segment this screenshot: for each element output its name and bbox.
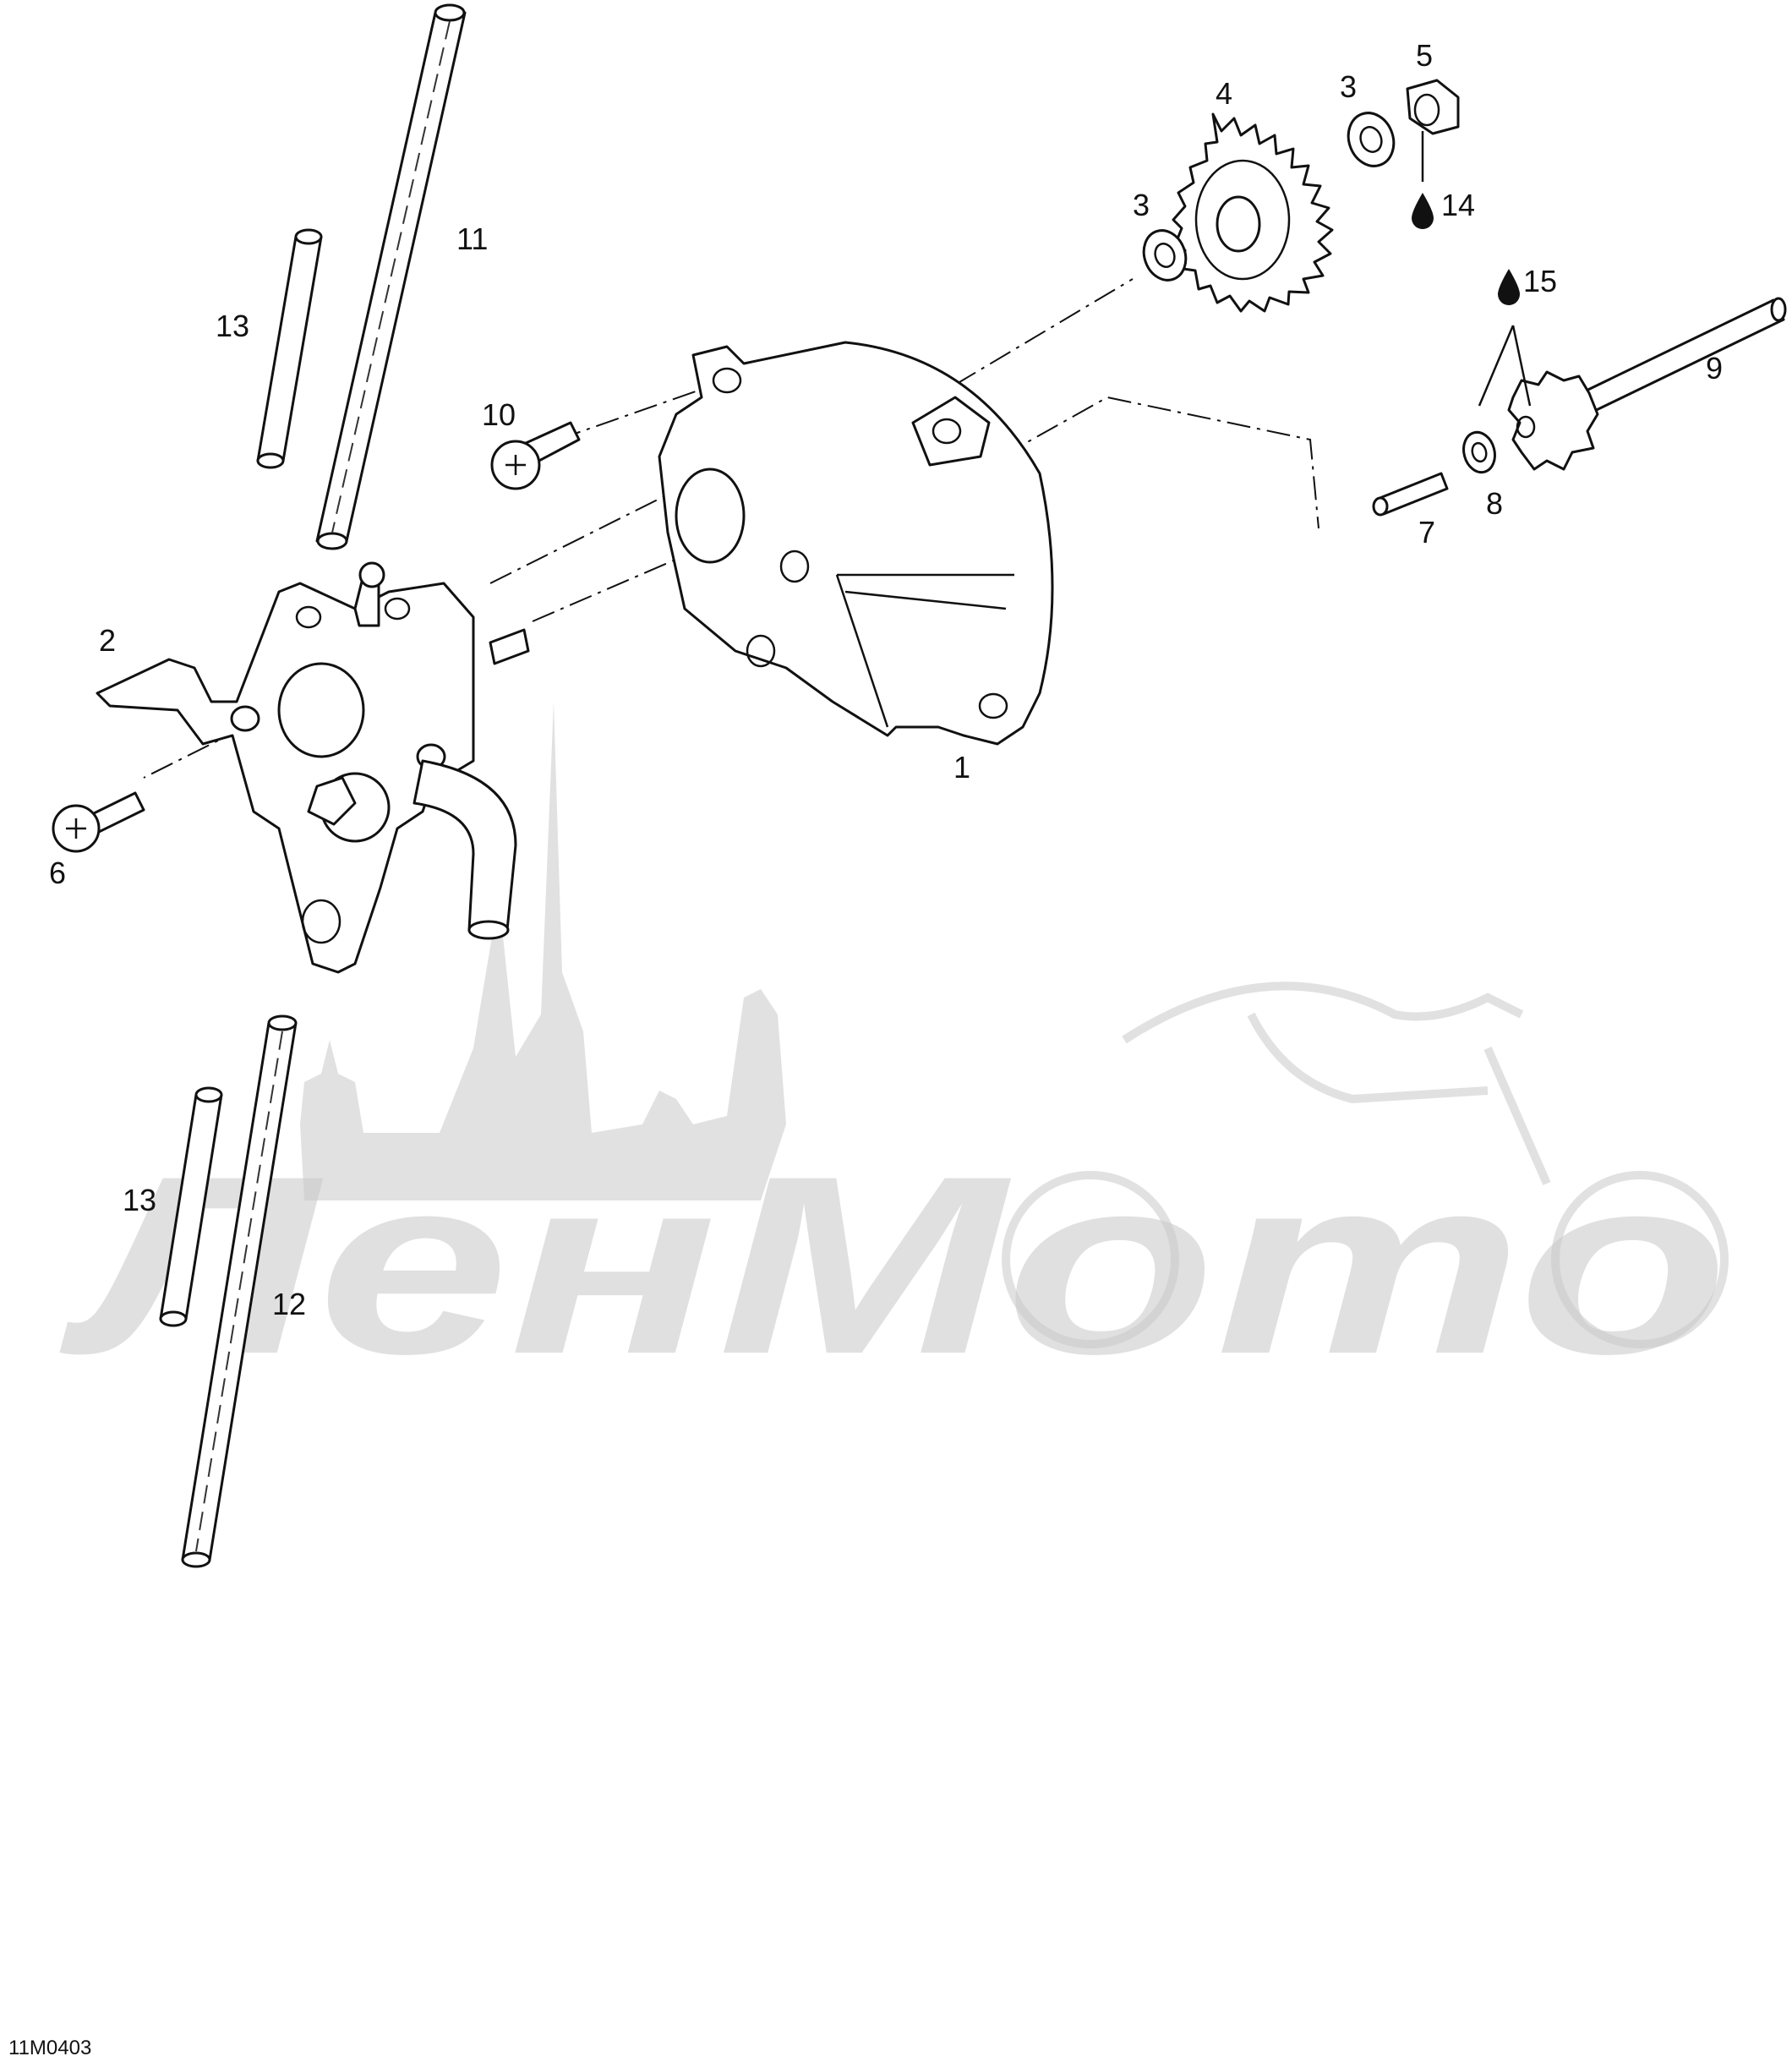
callout-6: 6	[49, 856, 66, 890]
callout-13-lower: 13	[123, 1183, 156, 1217]
shaft-9	[1507, 297, 1787, 471]
callout-15: 15	[1523, 264, 1557, 298]
washer-3-left	[1142, 229, 1188, 282]
oil-drop-icon	[1498, 269, 1520, 305]
gear-4	[1172, 112, 1334, 313]
watermark-text: ЛенМото	[58, 1123, 1729, 1407]
figure-id: 11M0403	[8, 2037, 91, 2059]
callout-7: 7	[1418, 515, 1435, 550]
oil-drop-icon	[1412, 193, 1434, 229]
callout-10: 10	[482, 397, 516, 432]
tube-12	[181, 1014, 298, 1568]
screw-6	[52, 791, 145, 853]
pin-7	[1372, 472, 1449, 517]
nut-5	[1406, 79, 1460, 182]
washer-3-right	[1347, 112, 1396, 167]
callout-12: 12	[272, 1287, 306, 1321]
screw-10	[490, 421, 581, 490]
washer-8	[1462, 430, 1496, 474]
watermark: ЛенМото	[58, 702, 1729, 1407]
callout-4: 4	[1216, 76, 1232, 111]
callout-3-left: 3	[1133, 188, 1150, 222]
callout-9: 9	[1706, 351, 1723, 386]
tube-13-upper	[256, 228, 323, 469]
pump-housing-1	[658, 341, 1054, 746]
callout-5: 5	[1416, 38, 1433, 73]
watermark-front-wheel	[1551, 1171, 1729, 1348]
oil-pump-assembly	[96, 561, 530, 974]
callout-1: 1	[953, 750, 970, 785]
callout-8: 8	[1486, 486, 1503, 521]
callout-2: 2	[99, 623, 116, 658]
callout-14: 14	[1441, 188, 1475, 222]
callout-11: 11	[456, 221, 488, 256]
tube-13-lower	[159, 1086, 223, 1327]
callout-13-upper: 13	[216, 309, 249, 343]
tube-11	[315, 3, 467, 550]
callout-3-right: 3	[1340, 69, 1357, 104]
watermark-skyline	[300, 702, 786, 1200]
watermark-motorcycle-frame	[1122, 982, 1551, 1186]
watermark-rear-wheel	[1002, 1171, 1179, 1348]
leader-lines	[1478, 325, 1532, 407]
callout-labels: 1 2 3 3 4 5 6 7 8 9 10 11 12 13 13 14 15	[49, 38, 1723, 1321]
